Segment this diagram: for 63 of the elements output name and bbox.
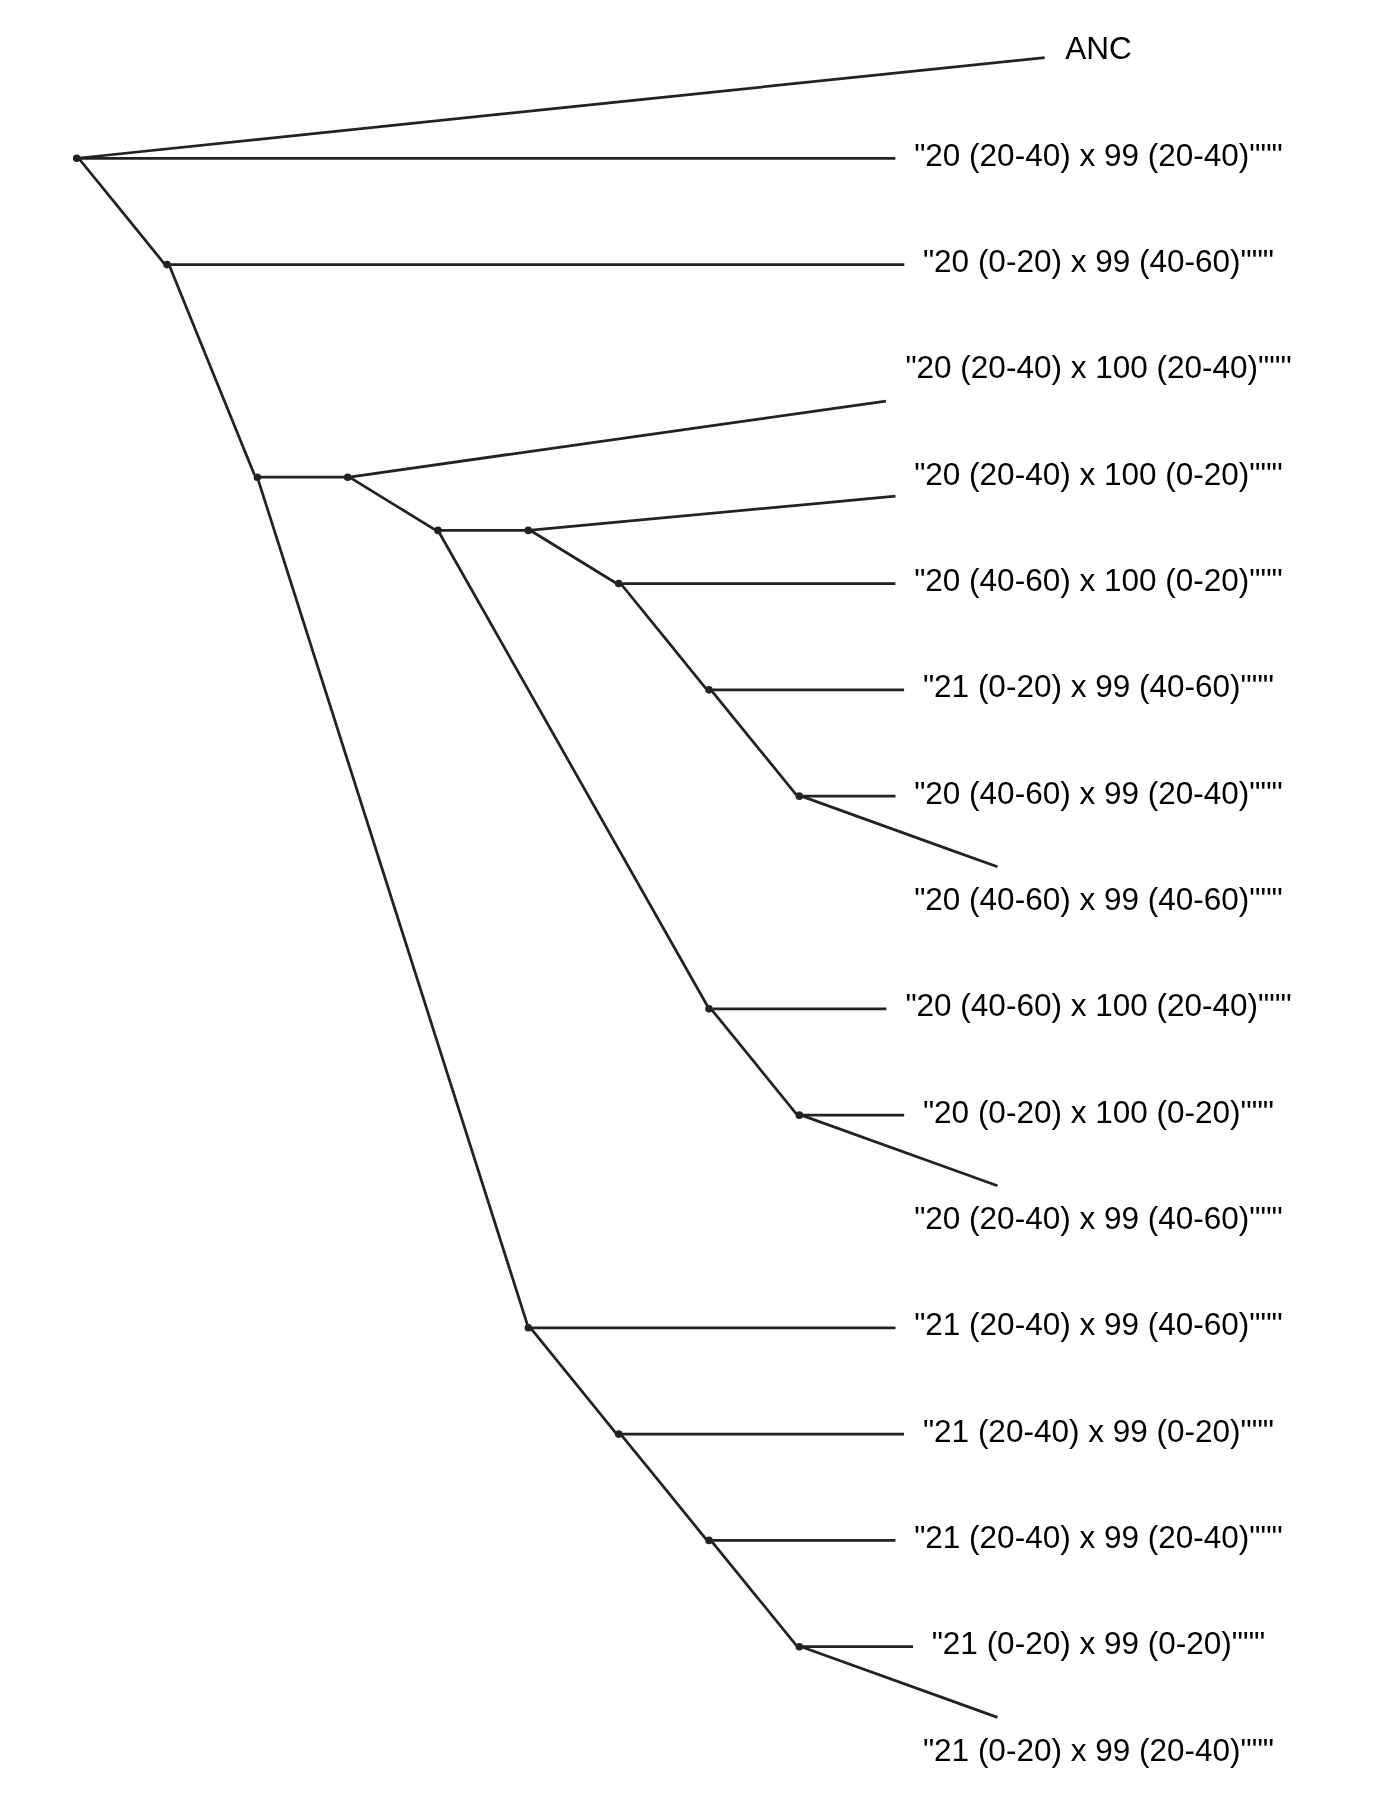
connector bbox=[531, 494, 896, 532]
node-point bbox=[343, 473, 352, 482]
node-text: "20 (40-60) x 99 (40-60)""" bbox=[914, 880, 1283, 917]
node-text: "20 (40-60) x 100 (20-40)""" bbox=[905, 987, 1292, 1024]
connector bbox=[620, 583, 708, 690]
node-text: "21 (0-20) x 99 (0-20)""" bbox=[931, 1625, 1266, 1662]
connector bbox=[440, 529, 526, 532]
node-text: "20 (40-60) x 100 (0-20)""" bbox=[914, 562, 1283, 599]
node-point bbox=[524, 526, 533, 535]
connector bbox=[257, 479, 529, 1326]
connector bbox=[712, 1539, 896, 1542]
node-point bbox=[253, 473, 262, 482]
connector bbox=[438, 532, 709, 1007]
connector bbox=[531, 1326, 896, 1330]
node-point bbox=[705, 1536, 713, 1545]
connector bbox=[712, 688, 905, 692]
connector bbox=[168, 265, 256, 476]
connector bbox=[530, 1328, 617, 1434]
connector bbox=[78, 158, 166, 265]
node-text: "21 (20-40) x 99 (0-20)""" bbox=[922, 1412, 1275, 1449]
node-text: "21 (0-20) x 99 (40-60)""" bbox=[922, 668, 1275, 705]
node-text: "20 (20-40) x 99 (40-60)""" bbox=[914, 1199, 1283, 1236]
connector bbox=[79, 56, 1045, 160]
connector bbox=[170, 263, 905, 266]
connector bbox=[79, 156, 896, 160]
node-point bbox=[163, 260, 171, 269]
node-text: "20 (20-40) x 100 (0-20)""" bbox=[914, 455, 1283, 492]
connector bbox=[802, 795, 998, 869]
connector bbox=[712, 1007, 887, 1011]
node-text: "21 (20-40) x 99 (40-60)""" bbox=[914, 1306, 1283, 1343]
connector bbox=[802, 794, 896, 798]
node-point bbox=[614, 579, 623, 588]
connector bbox=[710, 1009, 798, 1115]
connector bbox=[710, 1540, 798, 1647]
node-point bbox=[795, 792, 804, 800]
node-text: "20 (20-40) x 100 (20-40)""" bbox=[905, 349, 1292, 386]
node-text: "20 (40-60) x 99 (20-40)""" bbox=[914, 774, 1283, 811]
connector bbox=[349, 476, 436, 532]
node-text: "20 (20-40) x 99 (20-40)""" bbox=[914, 136, 1283, 173]
connector bbox=[621, 1432, 904, 1436]
node-text: "20 (0-20) x 99 (40-60)""" bbox=[922, 243, 1275, 280]
node-text: ANC bbox=[1065, 30, 1132, 67]
node-point bbox=[614, 1430, 623, 1438]
connector bbox=[802, 1645, 998, 1719]
connector bbox=[621, 582, 896, 585]
node-text: "21 (0-20) x 99 (20-40)""" bbox=[922, 1731, 1275, 1768]
connector bbox=[802, 1645, 913, 1649]
node-point bbox=[524, 1323, 533, 1332]
connector bbox=[260, 475, 345, 479]
node-point bbox=[795, 1111, 804, 1119]
connector bbox=[802, 1114, 998, 1188]
connector bbox=[620, 1434, 708, 1541]
node-point bbox=[795, 1642, 804, 1651]
node-point bbox=[434, 526, 442, 535]
connector bbox=[802, 1113, 905, 1117]
node-point bbox=[705, 686, 713, 694]
node-text: "21 (20-40) x 99 (20-40)""" bbox=[914, 1518, 1283, 1555]
node-point bbox=[705, 1005, 713, 1013]
connector bbox=[530, 529, 617, 585]
node-text: "20 (0-20) x 100 (0-20)""" bbox=[922, 1093, 1275, 1130]
node-point bbox=[72, 154, 81, 163]
connector bbox=[350, 399, 887, 479]
connector bbox=[710, 690, 798, 796]
